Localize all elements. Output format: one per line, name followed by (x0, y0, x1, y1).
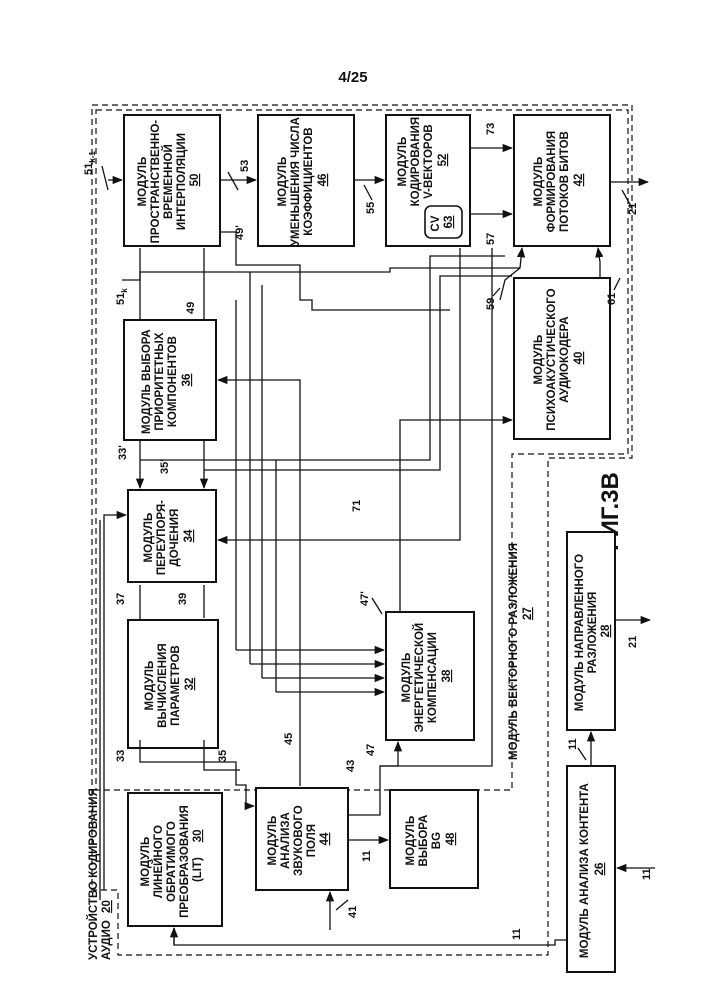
bitstream-generation-block: МОДУЛЬ ФОРМИРОВАНИЯ ПОТОКОВ БИТОВ 42 (514, 115, 610, 246)
svg-text:57: 57 (485, 233, 497, 245)
device-ref: 20 (101, 900, 113, 913)
foreground-selection-block: МОДУЛЬ ВЫБОРА ПРИОРИТЕТНЫХ КОМПОНЕНТОВ 3… (124, 320, 216, 440)
svg-text:33': 33' (117, 445, 129, 460)
psychoacoustic-coder-block: МОДУЛЬ ПСИХОАКУСТИЧЕСКОГО АУДИОКОДЕРА 40 (514, 278, 610, 439)
param-calc-block: МОДУЛЬ ВЫЧИСЛЕНИЯ ПАРАМЕТРОВ 32 (128, 620, 218, 748)
svg-text:33: 33 (115, 750, 127, 762)
svg-text:49: 49 (185, 302, 197, 314)
lit-block: МОДУЛЬ ЛИНЕЙНОГО ОБРАТИМОГО ПРЕОБРАЗОВАН… (128, 793, 222, 926)
directional-decomposition-block: МОДУЛЬ НАПРАВЛЕННОГО РАЗЛОЖЕНИЯ 28 (567, 532, 615, 730)
svg-text:11: 11 (361, 850, 373, 862)
svg-text:51k-1: 51k-1 (83, 151, 97, 175)
svg-text:45: 45 (283, 733, 295, 745)
svg-text:35: 35 (217, 750, 229, 762)
svg-text:39: 39 (177, 593, 189, 605)
svg-text:59: 59 (485, 298, 497, 310)
soundfield-analysis-block: МОДУЛЬ АНАЛИЗА ЗВУКОВОГО ПОЛЯ 44 (256, 788, 348, 890)
svg-text:51k: 51k (115, 288, 129, 305)
svg-text:43: 43 (345, 760, 357, 772)
svg-text:11: 11 (511, 928, 523, 940)
spatiotemporal-interpolation-block: МОДУЛЬ ПРОСТРАНСТВЕННО- ВРЕМЕННОЙ ИНТЕРП… (124, 115, 220, 246)
reorder-block: МОДУЛЬ ПЕРЕУПОРЯ- ДОЧЕНИЯ 34 (128, 490, 216, 582)
content-analysis-block: МОДУЛЬ АНАЛИЗА КОНТЕНТА 26 (567, 766, 615, 972)
svg-text:21: 21 (627, 203, 639, 215)
svg-text:21: 21 (627, 636, 639, 648)
svg-text:47': 47' (359, 591, 371, 606)
svg-text:61: 61 (606, 293, 618, 305)
svg-text:53: 53 (239, 160, 251, 172)
bg-selection-block: МОДУЛЬ ВЫБОРА BG 48 (390, 790, 478, 888)
svg-text:49': 49' (234, 225, 246, 240)
svg-text:11: 11 (567, 738, 579, 750)
svg-text:55: 55 (365, 202, 377, 214)
page-number: 4/25 (338, 69, 367, 86)
svg-text:11: 11 (641, 868, 653, 880)
vector-decomposition-caption: МОДУЛЬ ВЕКТОРНОГО РАЗЛОЖЕНИЯ 27 (508, 540, 534, 760)
svg-text:73: 73 (485, 123, 497, 135)
svg-text:35': 35' (159, 459, 171, 474)
svg-text:71: 71 (351, 500, 363, 512)
svg-text:41: 41 (347, 906, 359, 918)
svg-text:37: 37 (115, 593, 127, 605)
coefficient-reduction-block: МОДУЛЬ УМЕНЬШЕНИЯ ЧИСЛА КОЭФФИЦИЕНТОВ 46 (258, 114, 354, 246)
v-vector-coding-block: МОДУЛЬ КОДИРОВАНИЯ V-ВЕКТОРОВ 52 CV 63 (386, 114, 470, 246)
svg-text:47: 47 (365, 744, 377, 756)
energy-compensation-block: МОДУЛЬ ЭНЕРГЕТИЧЕСКОЙ КОМПЕНСАЦИИ 38 (386, 612, 474, 740)
